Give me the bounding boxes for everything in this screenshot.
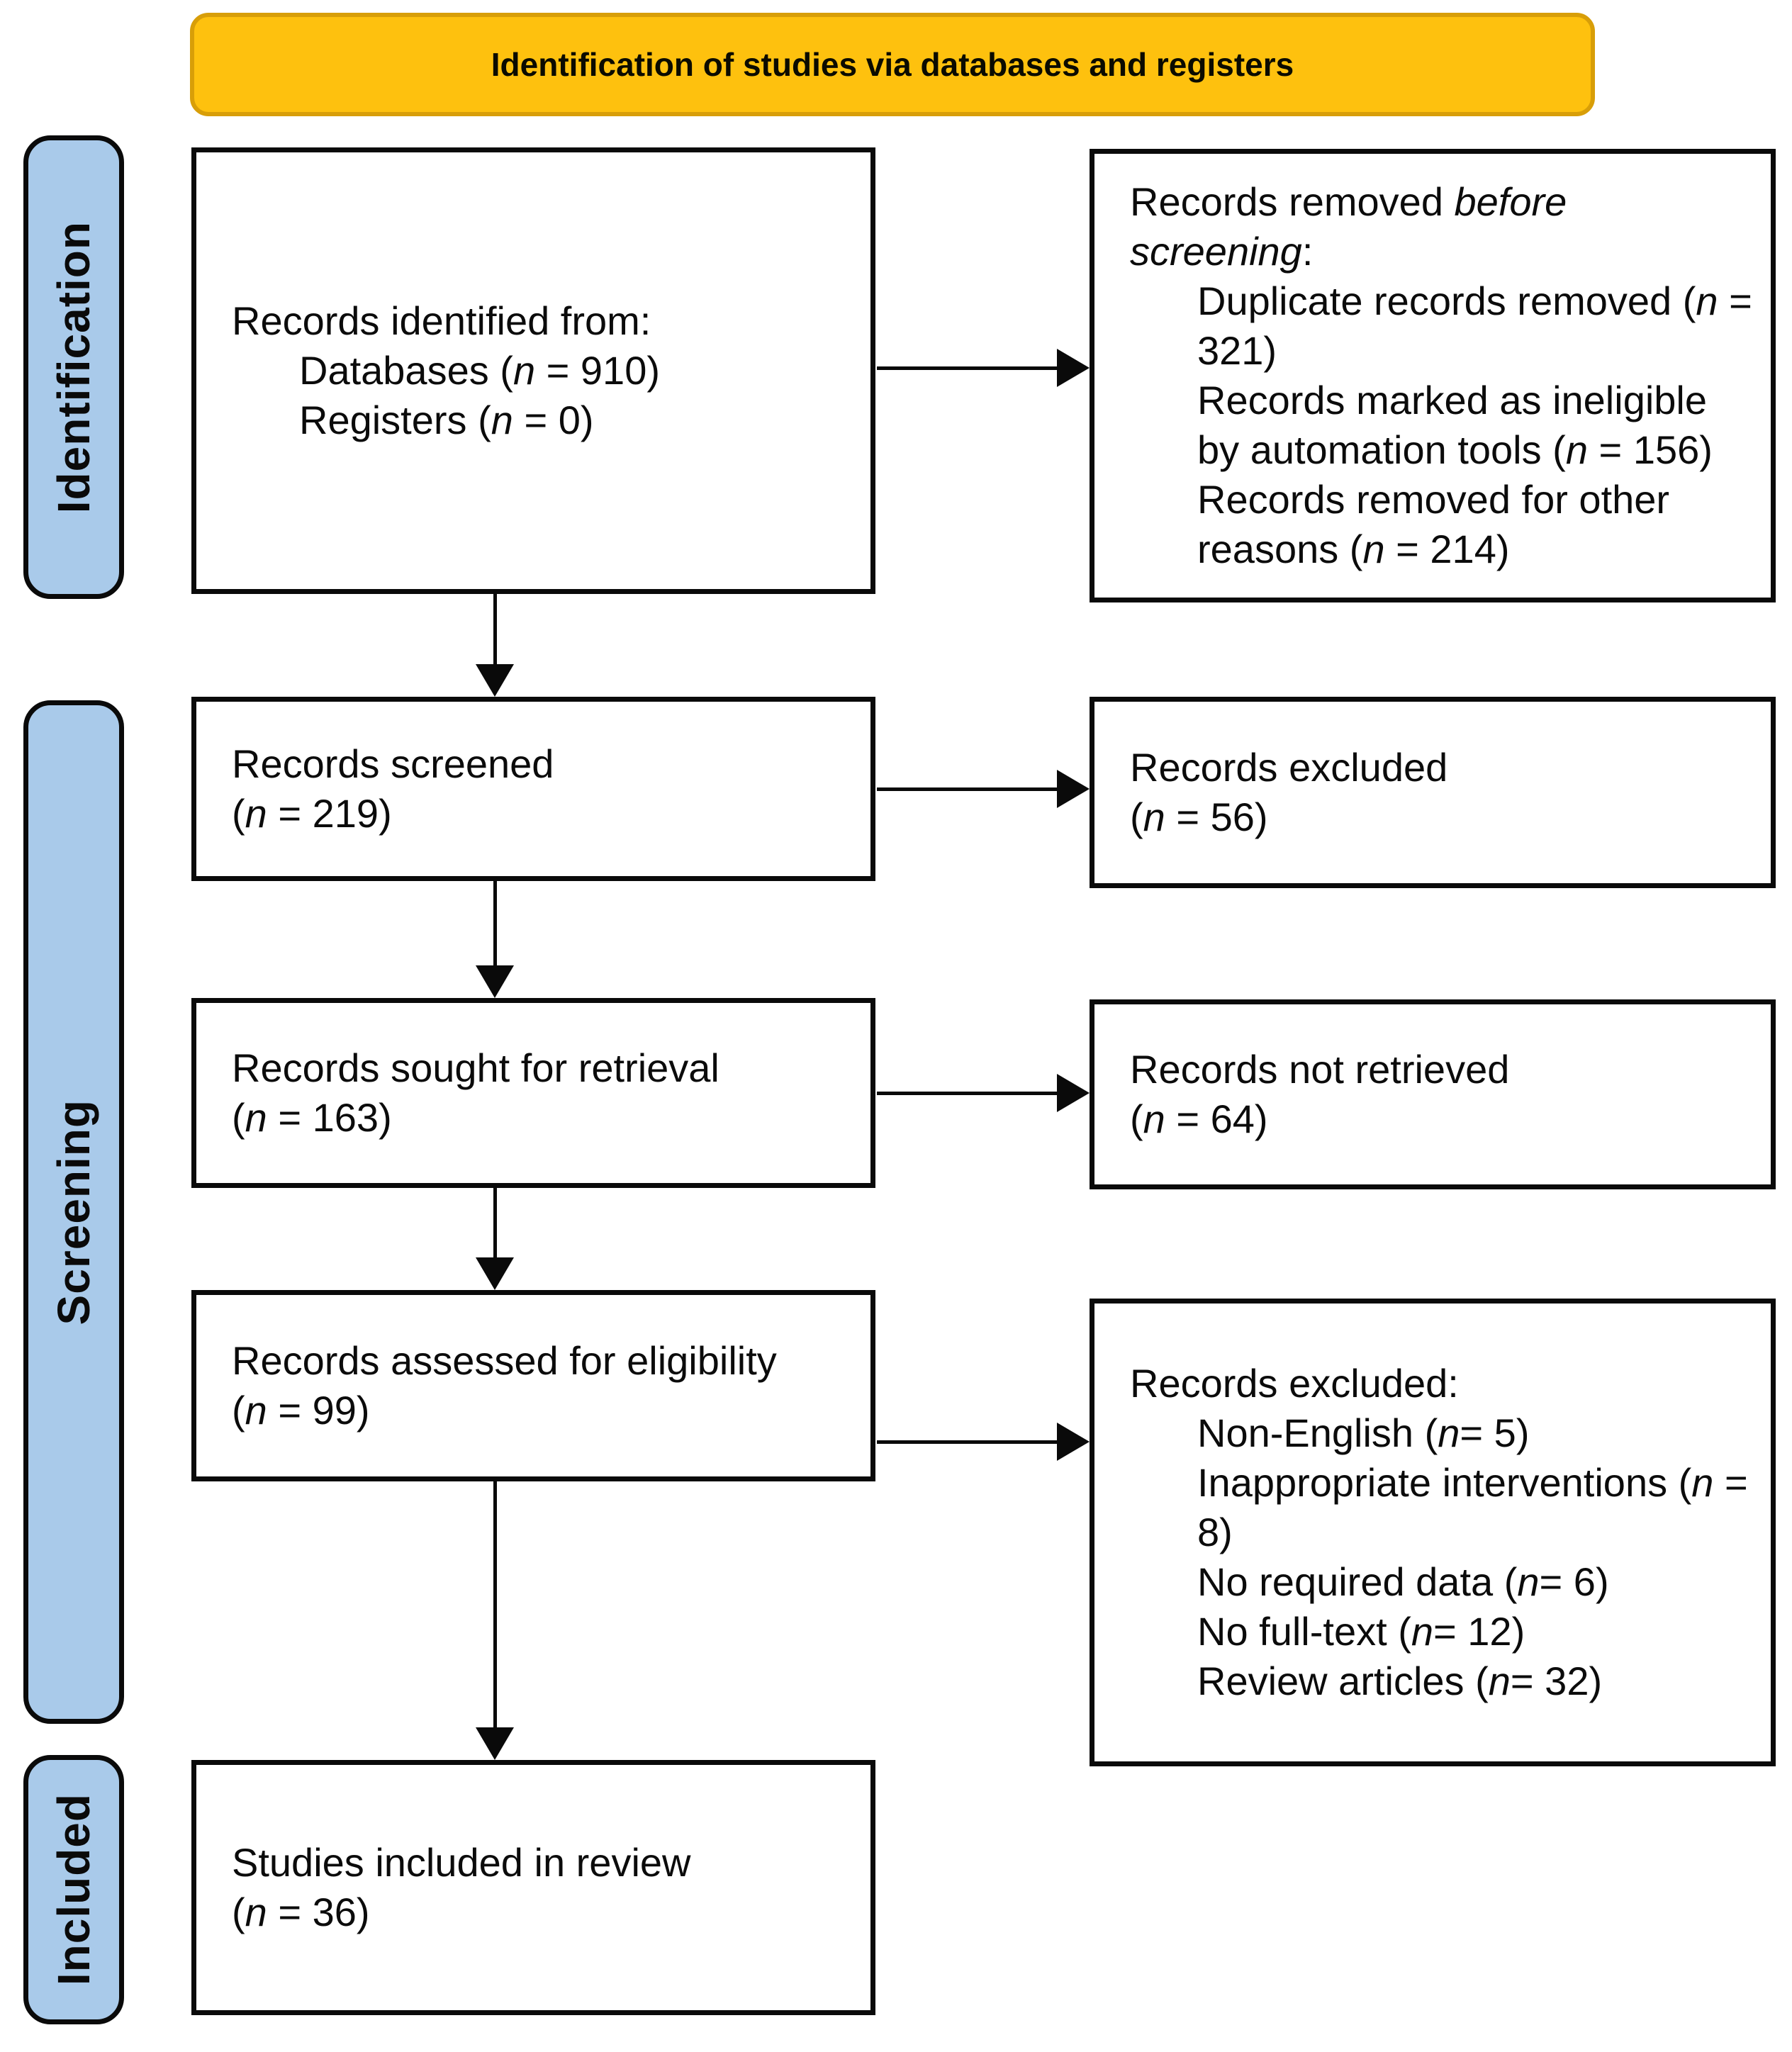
connector-line-assessed-to-excluded-reasons <box>877 1440 1060 1444</box>
box-records-sought: Records sought for retrieval (n = 163) <box>191 998 875 1188</box>
records-removed-heading: Records removed before screening: <box>1130 179 1567 274</box>
banner-title: Identification of studies via databases … <box>491 46 1294 83</box>
records-sought-count: (n = 163) <box>232 1095 392 1140</box>
records-identified-databases: Databases (n = 910) <box>299 348 660 393</box>
sidebar-identification: Identification <box>23 135 124 599</box>
box-records-assessed: Records assessed for eligibility (n = 99… <box>191 1290 875 1481</box>
records-excluded-count: (n = 56) <box>1130 795 1268 839</box>
arrowhead-assessed-to-excluded-reasons <box>1057 1423 1090 1461</box>
excluded-reasons-heading: Records excluded: <box>1130 1361 1459 1406</box>
arrowhead-screened-to-excluded <box>1057 770 1090 808</box>
connector-line-screened-to-sought <box>493 881 497 967</box>
records-assessed-count: (n = 99) <box>232 1388 370 1433</box>
sidebar-identification-label: Identification <box>48 220 99 514</box>
sidebar-included-label: Included <box>48 1793 99 1986</box>
records-removed-automation: Records marked as ineligible by automati… <box>1197 378 1713 472</box>
connector-line-sought-to-assessed <box>493 1188 497 1259</box>
excluded-reason-inappropriate: Inappropriate interventions (n = 8) <box>1197 1460 1748 1554</box>
records-sought-label: Records sought for retrieval <box>232 1045 719 1090</box>
excluded-reason-no-data: No required data (n= 6) <box>1197 1559 1609 1604</box>
connector-line-screened-to-excluded <box>877 787 1060 791</box>
records-screened-count: (n = 219) <box>232 791 392 836</box>
sidebar-screening-label: Screening <box>48 1099 99 1325</box>
arrowhead-screened-to-sought <box>476 965 514 998</box>
records-assessed-label: Records assessed for eligibility <box>232 1338 777 1383</box>
records-not-retrieved-count: (n = 64) <box>1130 1097 1268 1141</box>
connector-line-identified-to-screened <box>493 594 497 666</box>
box-records-excluded-reasons: Records excluded: Non-English (n= 5) Ina… <box>1090 1299 1776 1766</box>
box-records-screened: Records screened (n = 219) <box>191 697 875 881</box>
records-removed-other: Records removed for other reasons (n = 2… <box>1197 477 1670 571</box>
excluded-reason-review-articles: Review articles (n= 32) <box>1197 1659 1603 1703</box>
connector-line-sought-to-not-retrieved <box>877 1092 1060 1095</box>
box-records-excluded: Records excluded (n = 56) <box>1090 697 1776 888</box>
studies-included-label: Studies included in review <box>232 1840 691 1885</box>
connector-line-identified-to-removed <box>877 366 1060 370</box>
connector-line-assessed-to-included <box>493 1481 497 1729</box>
records-removed-duplicates: Duplicate records removed (n = 321) <box>1197 279 1752 373</box>
banner-identification-of-studies: Identification of studies via databases … <box>190 13 1595 116</box>
box-studies-included: Studies included in review (n = 36) <box>191 1760 875 2015</box>
records-not-retrieved-label: Records not retrieved <box>1130 1047 1510 1092</box>
excluded-reason-no-fulltext: No full-text (n= 12) <box>1197 1609 1525 1654</box>
arrowhead-sought-to-assessed <box>476 1257 514 1290</box>
arrowhead-identified-to-screened <box>476 664 514 697</box>
records-identified-registers: Registers (n = 0) <box>299 398 594 442</box>
studies-included-count: (n = 36) <box>232 1890 370 1934</box>
box-records-not-retrieved: Records not retrieved (n = 64) <box>1090 999 1776 1189</box>
sidebar-included: Included <box>23 1755 124 2024</box>
records-excluded-label: Records excluded <box>1130 745 1448 790</box>
box-records-identified: Records identified from: Databases (n = … <box>191 147 875 594</box>
arrowhead-sought-to-not-retrieved <box>1057 1074 1090 1112</box>
sidebar-screening: Screening <box>23 700 124 1724</box>
excluded-reason-non-english: Non-English (n= 5) <box>1197 1411 1530 1455</box>
box-records-removed-before-screening: Records removed before screening: Duplic… <box>1090 149 1776 602</box>
records-identified-heading: Records identified from: <box>232 298 651 343</box>
records-screened-label: Records screened <box>232 741 554 786</box>
arrowhead-assessed-to-included <box>476 1727 514 1760</box>
arrowhead-identified-to-removed <box>1057 349 1090 387</box>
